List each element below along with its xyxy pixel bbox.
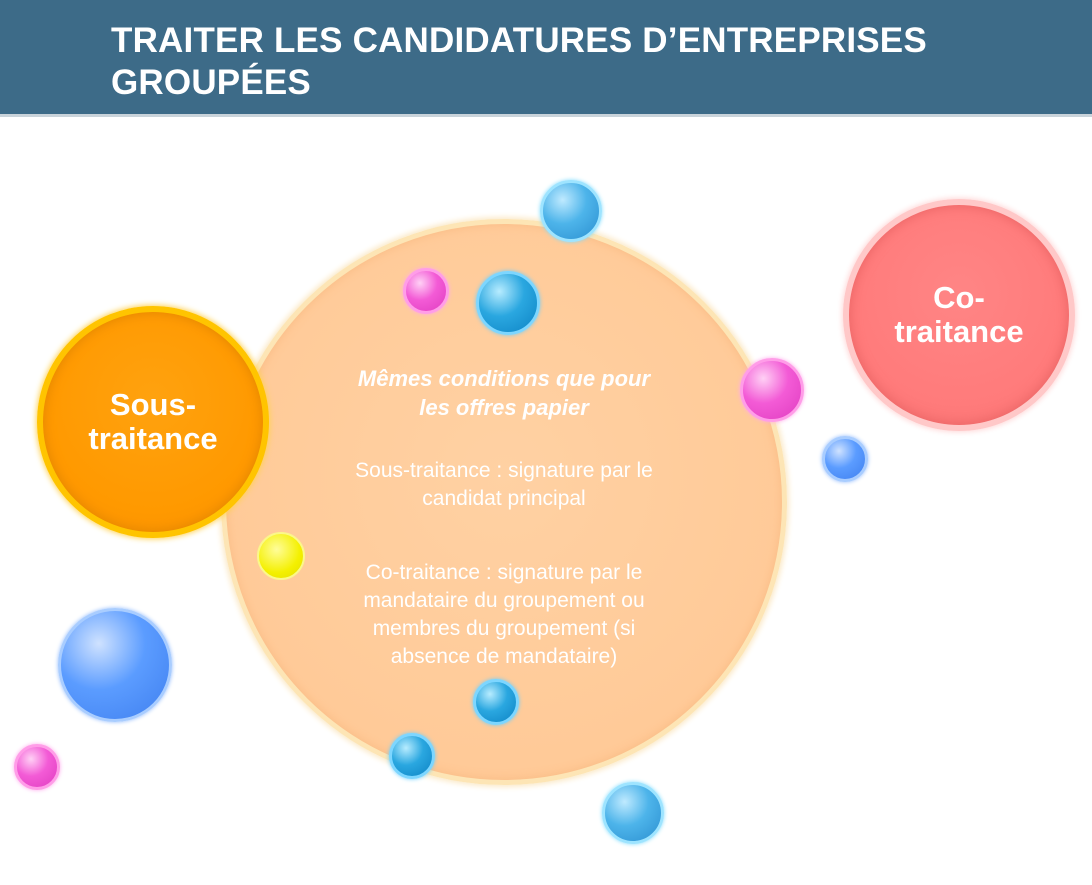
slide-title: TRAITER LES CANDIDATURES D’ENTREPRISES G… — [111, 21, 927, 102]
sous-traitance-circle: Sous- traitance — [37, 306, 269, 538]
decorative-bubble-icon — [740, 358, 804, 422]
slide-header: TRAITER LES CANDIDATURES D’ENTREPRISES G… — [0, 0, 1092, 117]
center-heading: Mêmes conditions que pour les offres pap… — [357, 366, 651, 420]
decorative-bubble-icon — [403, 268, 449, 314]
decorative-bubble-icon — [602, 782, 664, 844]
decorative-bubble-icon — [476, 271, 540, 335]
center-paragraph-sous-traitance: Sous-traitance : signature par le candid… — [355, 459, 653, 510]
decorative-bubble-icon — [14, 744, 60, 790]
decorative-bubble-icon — [540, 180, 602, 242]
co-traitance-label: Co- traitance — [894, 280, 1024, 349]
decorative-bubble-icon — [58, 608, 172, 722]
co-traitance-circle: Co- traitance — [843, 199, 1075, 431]
decorative-bubble-icon — [389, 733, 435, 779]
center-paragraph-co-traitance: Co-traitance : signature par le mandatai… — [363, 561, 645, 668]
sous-traitance-label: Sous- traitance — [88, 387, 218, 456]
decorative-bubble-icon — [257, 532, 305, 580]
decorative-bubble-icon — [473, 679, 519, 725]
decorative-bubble-icon — [822, 436, 868, 482]
